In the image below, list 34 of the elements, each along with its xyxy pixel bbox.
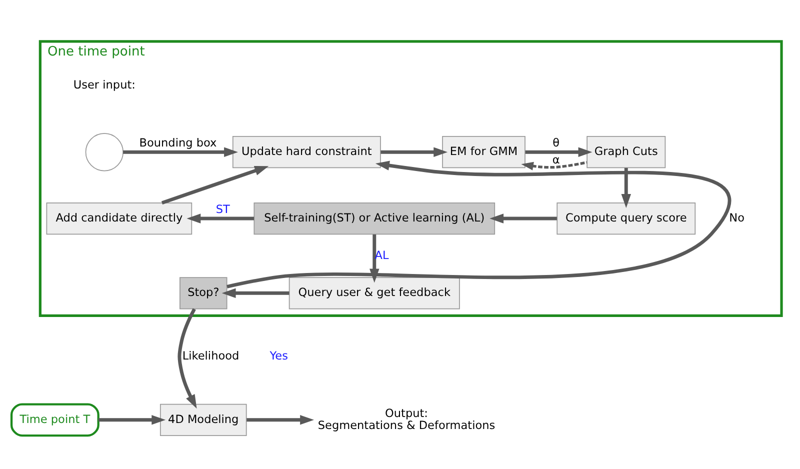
node-box: Update hard constraint: [232, 136, 381, 168]
node-text: Output: Segmentations & Deformations: [318, 406, 496, 432]
node-circle: [85, 132, 124, 171]
node-box: Query user & get feedback: [288, 276, 460, 309]
node-box: 4D Modeling: [160, 403, 247, 436]
edge-label: θ: [552, 136, 560, 149]
arrow: [370, 234, 380, 282]
arrow: [98, 414, 166, 424]
node-box: Graph Cuts: [586, 136, 666, 168]
node-box: EM for GMM: [442, 136, 526, 168]
arrow: [178, 308, 197, 408]
node-box: Add candidate directly: [46, 202, 192, 234]
edge-label: ST: [216, 202, 230, 216]
node-box: Stop?: [180, 276, 228, 309]
edge-label: Bounding box: [139, 136, 217, 149]
arrow: [246, 414, 314, 424]
arrow: [525, 146, 592, 156]
arrow: [380, 146, 448, 156]
label: Yes: [270, 348, 288, 362]
arrow: [226, 160, 730, 288]
edge-label: Likelihood: [182, 348, 240, 362]
arrow: [161, 166, 269, 204]
arrow: [222, 288, 290, 298]
label: User input:: [73, 78, 136, 92]
edge-label: α: [552, 153, 560, 166]
arrow: [521, 160, 588, 170]
node-box: Time point T: [10, 402, 100, 436]
arrow: [123, 146, 238, 156]
arrow: [186, 213, 254, 223]
arrow: [490, 213, 557, 223]
edge-label: No: [729, 210, 744, 224]
arrow: [621, 167, 632, 208]
node-box: Self-training(ST) or Active learning (AL): [254, 202, 496, 234]
node-box: Compute query score: [556, 202, 696, 234]
